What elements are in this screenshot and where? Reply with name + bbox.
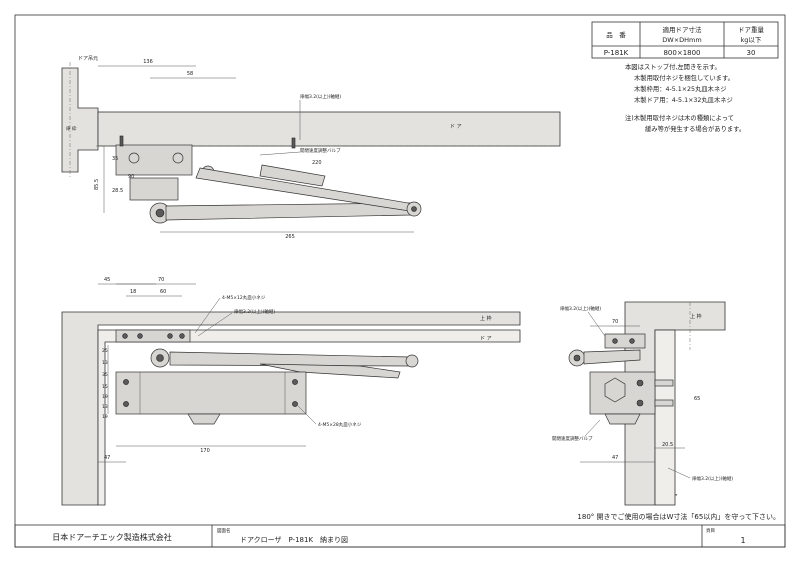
elev-callout: 4-M5×12丸皿小ネジ xyxy=(222,294,266,301)
plan-callout-screw: 扉幅3.2(以上)(軸継) xyxy=(300,93,341,100)
note-line: 注)木製用取付ネジは木の種類によって xyxy=(625,113,734,122)
plan-dim: 220 xyxy=(312,160,322,166)
elev-dim: 13 xyxy=(102,360,108,366)
drawing-name: ドアクローザ P-181K 納まり図 xyxy=(240,535,348,544)
spec-header-weight-unit: kg以下 xyxy=(741,36,762,44)
plan-dim: 85.5 xyxy=(94,179,100,190)
footer-note: 180° 開きでご使用の場合はW寸法「65以内」を守って下さい。 xyxy=(577,512,780,521)
side-dim: 65 xyxy=(694,396,700,402)
plan-frame-label: ドア吊元 xyxy=(78,56,98,62)
plan-dim: 28.5 xyxy=(112,188,123,194)
elev-dim: 47 xyxy=(104,455,110,461)
elev-dim: 19 xyxy=(102,414,108,420)
elev-callout: 扉幅3.2(以上)(軸継) xyxy=(234,308,275,315)
plan-dim: 136 xyxy=(143,59,153,65)
note-line: 本図はストップ付,左開きを示す。 xyxy=(625,62,721,71)
elev-dim: 45 xyxy=(104,277,110,283)
elev-dim: 60 xyxy=(160,289,166,295)
drawing-name-label: 図面名 xyxy=(217,527,231,534)
note-line: 木製枠用：4-5.1×25丸皿木ネジ xyxy=(634,84,727,93)
plan-door-label: ド ア xyxy=(450,124,462,130)
plan-dim: 35 xyxy=(112,156,118,162)
plan-dim: 265 xyxy=(285,234,295,240)
elev-dim: 170 xyxy=(200,448,210,454)
side-dim: 70 xyxy=(612,319,618,325)
spec-header-weight: ドア重量 xyxy=(738,26,765,34)
elev-dim: 19 xyxy=(102,394,108,400)
side-dim: 47 xyxy=(612,455,618,461)
spec-door-size: 800×1800 xyxy=(663,49,700,57)
elev-dim: 15 xyxy=(102,384,108,390)
spec-table: 品 番 適用ドア寸法 DW×DHmm ドア重量 kg以下 P-181K 800×… xyxy=(591,21,779,59)
plan-dim: 58 xyxy=(187,71,193,77)
side-callout: 開閉速度調整バルブ xyxy=(552,435,593,442)
elev-dim: 25 xyxy=(102,348,108,354)
sheet-number: 1 xyxy=(740,536,745,545)
spec-door-weight: 30 xyxy=(747,49,756,57)
plan-view: ドア吊元 扉 枠 ド ア 136 58 220 265 90 85.5 35 2 xyxy=(61,56,561,240)
side-callout: 扉幅3.2(以上)(軸継) xyxy=(692,475,733,482)
title-block: 日本ドアーチエック製造株式会社 図面名 ドアクローザ P-181K 納まり図 頁… xyxy=(14,524,786,548)
elev-dim: 13 xyxy=(102,404,108,410)
elev-callout: 4-M5×28丸皿小ネジ xyxy=(318,421,362,428)
company-name: 日本ドアーチエック製造株式会社 xyxy=(52,532,172,542)
side-frame-label: 上 枠 xyxy=(690,313,702,320)
spec-part-number: P-181K xyxy=(604,49,629,57)
note-line: 緩み等が発生する場合があります。 xyxy=(645,124,745,133)
plan-dim: 90 xyxy=(128,174,134,180)
spec-header-part: 品 番 xyxy=(606,31,626,39)
elev-dim: 35 xyxy=(102,372,108,378)
side-dim: 20.5 xyxy=(662,442,673,448)
side-callout: 扉幅3.2(以上)(軸継) xyxy=(560,305,601,312)
plan-frame-side-label: 扉 枠 xyxy=(66,125,77,132)
note-line: 木製ドア用：4-5.1×32丸皿木ネジ xyxy=(634,95,733,104)
spec-header-size-unit: DW×DHmm xyxy=(662,36,701,44)
elev-dim: 18 xyxy=(130,289,136,295)
spec-header-size: 適用ドア寸法 xyxy=(663,25,703,34)
elev-frame-label: 上 枠 xyxy=(480,315,492,322)
sheet-label: 頁目 xyxy=(706,528,715,534)
elev-door-label: ド ア xyxy=(480,336,492,342)
side-view: 上 枠 ド ア 70 47 20.5 65 扉幅3.2(以上)(軸継) 開閉速度… xyxy=(552,301,733,506)
notes-block: 本図はストップ付,左開きを示す。 木製用取付ネジを梱包しています。 木製枠用：4… xyxy=(625,62,745,133)
elevation-view: 上 枠 ド ア 45 70 18 60 170 47 xyxy=(61,277,521,506)
note-line: 木製用取付ネジを梱包しています。 xyxy=(634,73,734,82)
plan-callout-valve: 開閉速度調整バルブ xyxy=(300,147,341,154)
elev-dim: 70 xyxy=(158,277,164,283)
